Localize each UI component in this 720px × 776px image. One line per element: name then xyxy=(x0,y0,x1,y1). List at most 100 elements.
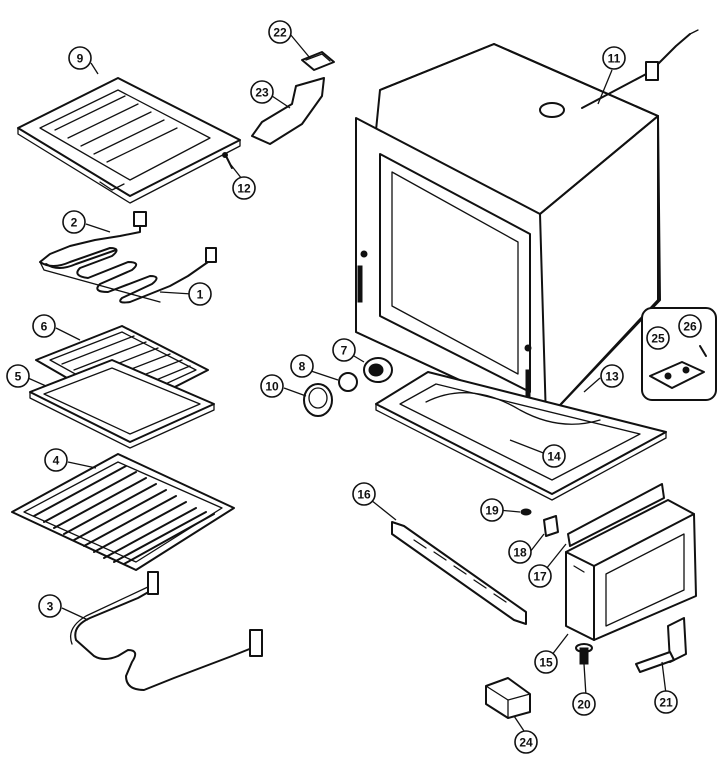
callout-23: 23 xyxy=(250,80,274,104)
callout-15: 15 xyxy=(534,650,558,674)
callout-circle xyxy=(38,594,62,618)
callout-label: 11 xyxy=(608,52,621,66)
callout-25: 25 xyxy=(646,326,670,350)
callout-circle xyxy=(534,650,558,674)
lower-element-part xyxy=(69,571,263,691)
callout-26: 26 xyxy=(678,314,702,338)
callout-label: 3 xyxy=(47,600,54,614)
callout-label: 18 xyxy=(513,546,527,560)
callout-circle xyxy=(44,448,68,472)
wire-harness-part xyxy=(581,29,699,109)
callout-7: 7 xyxy=(332,338,356,362)
callout-3: 3 xyxy=(38,594,62,618)
vent-panel-part xyxy=(391,521,527,625)
callout-circle xyxy=(290,354,314,378)
callout-circle xyxy=(268,20,292,44)
callout-circle xyxy=(352,482,376,506)
callout-label: 24 xyxy=(519,736,533,750)
screw-part xyxy=(222,152,233,169)
callout-21: 21 xyxy=(654,690,678,714)
callout-label: 6 xyxy=(41,320,48,334)
callout-label: 26 xyxy=(683,320,697,334)
callout-circle xyxy=(32,314,56,338)
callout-19: 19 xyxy=(480,498,504,522)
callout-label: 17 xyxy=(533,570,547,584)
light-lens-part xyxy=(303,383,333,417)
callout-circle xyxy=(68,46,92,70)
callout-circle xyxy=(332,338,356,362)
callout-circle xyxy=(678,314,702,338)
callout-16: 16 xyxy=(352,482,376,506)
callout-circle xyxy=(514,730,538,754)
callout-label: 4 xyxy=(53,454,60,468)
callout-circle xyxy=(6,364,30,388)
bake-element-part xyxy=(39,211,217,304)
light-bulb-part xyxy=(338,372,358,392)
callout-label: 5 xyxy=(15,370,22,384)
callout-label: 25 xyxy=(651,332,665,346)
bottom-panel-part xyxy=(375,371,667,501)
callout-1: 1 xyxy=(188,282,212,306)
callout-circle xyxy=(62,210,86,234)
light-socket-part xyxy=(363,357,393,383)
callout-circle xyxy=(600,364,624,388)
callout-label: 7 xyxy=(341,344,348,358)
nut-part xyxy=(520,508,532,516)
broiler-pan-part xyxy=(29,359,215,449)
callout-label: 21 xyxy=(659,696,673,710)
callout-label: 2 xyxy=(71,216,78,230)
callout-14: 14 xyxy=(542,444,566,468)
shield-part xyxy=(251,77,325,145)
callout-17: 17 xyxy=(528,564,552,588)
callout-20: 20 xyxy=(572,692,596,716)
leveling-leg-part xyxy=(575,643,593,665)
callout-label: 20 xyxy=(577,698,591,712)
callout-label: 22 xyxy=(273,26,287,40)
drawer-rail-part xyxy=(567,483,665,547)
callout-13: 13 xyxy=(600,364,624,388)
callout-label: 15 xyxy=(539,656,553,670)
callout-label: 16 xyxy=(357,488,371,502)
callout-label: 9 xyxy=(77,52,84,66)
callout-circle xyxy=(528,564,552,588)
clip-part xyxy=(543,515,559,537)
callout-circle xyxy=(260,374,284,398)
broiler-plate-part xyxy=(17,77,241,204)
callout-circle xyxy=(602,46,626,70)
callout-10: 10 xyxy=(260,374,284,398)
anti-tip-bracket-part xyxy=(635,617,687,673)
callout-12: 12 xyxy=(232,176,256,200)
drawer-box-part xyxy=(565,499,697,641)
cover-bracket-part xyxy=(485,677,531,719)
callout-label: 8 xyxy=(299,360,306,374)
callout-22: 22 xyxy=(268,20,292,44)
callout-24: 24 xyxy=(514,730,538,754)
callout-circle xyxy=(188,282,212,306)
callout-circle xyxy=(232,176,256,200)
callout-18: 18 xyxy=(508,540,532,564)
callout-circle xyxy=(654,690,678,714)
callout-9: 9 xyxy=(68,46,92,70)
callout-label: 14 xyxy=(547,450,561,464)
callout-circle xyxy=(508,540,532,564)
callout-6: 6 xyxy=(32,314,56,338)
callout-label: 12 xyxy=(237,182,251,196)
callout-circle xyxy=(572,692,596,716)
callout-circle xyxy=(646,326,670,350)
oven-rack-part xyxy=(11,453,235,571)
callout-8: 8 xyxy=(290,354,314,378)
callout-4: 4 xyxy=(44,448,68,472)
callout-label: 19 xyxy=(485,504,499,518)
callout-circle xyxy=(250,80,274,104)
callout-label: 1 xyxy=(197,288,204,302)
oven-cavity-part xyxy=(355,43,661,421)
callout-2: 2 xyxy=(62,210,86,234)
callout-label: 23 xyxy=(255,86,269,100)
callout-label: 13 xyxy=(605,370,619,384)
bracket-part xyxy=(301,51,335,71)
callout-5: 5 xyxy=(6,364,30,388)
callout-11: 11 xyxy=(602,46,626,70)
callout-circle xyxy=(480,498,504,522)
